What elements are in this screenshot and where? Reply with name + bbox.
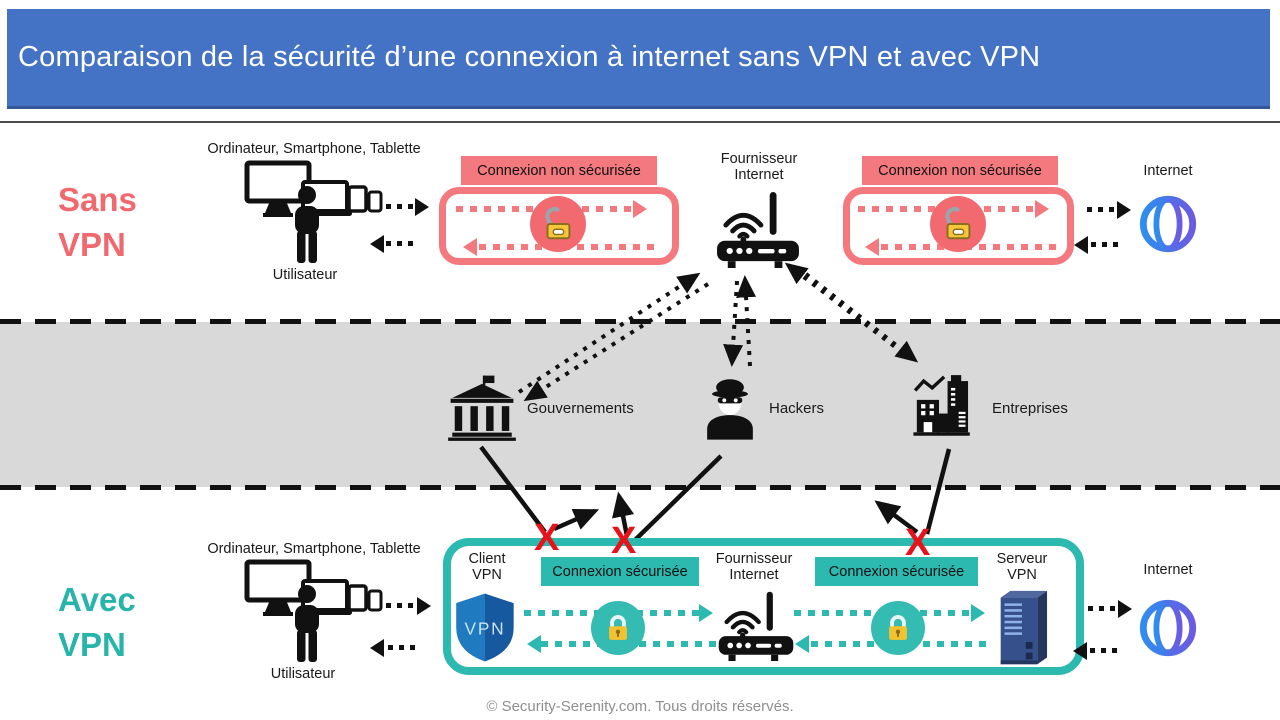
threat-band-top-border xyxy=(0,319,1280,324)
secure-connection-label-2: Connexion sécurisée xyxy=(815,557,978,586)
devices-cluster-icon xyxy=(243,556,383,671)
open-padlock-icon xyxy=(545,207,571,240)
deflected-arrow-governments xyxy=(553,508,600,532)
dotted-arrow-connection-to-internet-sans xyxy=(1087,207,1118,212)
dotted-arrow-internet-to-vpn xyxy=(1086,648,1117,653)
open-padlock-badge-2 xyxy=(930,196,986,252)
dotted-arrow-user-to-connection-sans xyxy=(386,204,416,209)
user-label-sans: Utilisateur xyxy=(272,267,338,283)
copyright-footer: © Security-Serenity.com. Tous droits rés… xyxy=(486,698,794,715)
closed-padlock-icon xyxy=(889,615,907,640)
dotted-arrow-internet-to-connection-sans xyxy=(1087,242,1118,247)
title-bar: Comparaison de la sécurité d’une connexi… xyxy=(7,9,1270,109)
internet-label-avec: Internet xyxy=(1143,562,1193,578)
devices-label-sans: Ordinateur, Smartphone, Tablette xyxy=(207,141,421,157)
section-label-avec-vpn: Avec VPN xyxy=(58,581,136,663)
internet-globe-icon xyxy=(1137,597,1199,664)
threat-label-enterprises: Entreprises xyxy=(992,400,1068,417)
closed-padlock-badge-2 xyxy=(871,601,925,655)
internet-globe-icon xyxy=(1137,193,1199,260)
closed-padlock-badge-1 xyxy=(591,601,645,655)
secure-connection-label-1: Connexion sécurisée xyxy=(541,557,699,586)
blocked-x-mark-2: X xyxy=(611,520,637,562)
government-building-icon xyxy=(444,373,520,446)
closed-padlock-icon xyxy=(609,615,627,640)
user-label-avec: Utilisateur xyxy=(270,666,336,682)
vpn-client-label: Client VPN xyxy=(468,551,506,583)
header-divider-line xyxy=(0,121,1280,123)
dotted-arrow-vpn-to-internet xyxy=(1088,606,1119,611)
wifi-router-icon xyxy=(714,190,802,273)
dotted-arrow-vpn-to-user xyxy=(383,645,415,650)
insecure-connection-label-2: Connexion non sécurisée xyxy=(862,156,1058,185)
threat-band-bottom-border xyxy=(0,485,1280,490)
corporate-buildings-icon xyxy=(910,368,980,447)
isp-label-avec: Fournisseur Internet xyxy=(715,551,793,583)
dotted-arrow-connection-to-user-sans xyxy=(383,241,413,246)
vpn-server-label: Serveur VPN xyxy=(996,551,1048,583)
devices-label-avec: Ordinateur, Smartphone, Tablette xyxy=(207,541,421,557)
server-tower-icon xyxy=(991,586,1049,676)
threat-label-governments: Gouvernements xyxy=(527,400,634,417)
vpn-shield-text: VPN xyxy=(465,618,506,638)
open-padlock-icon xyxy=(945,207,971,240)
vpn-shield-icon: VPN xyxy=(452,591,518,669)
hacker-icon xyxy=(699,372,761,447)
open-padlock-badge-1 xyxy=(530,196,586,252)
page-title: Comparaison de la sécurité d’une connexi… xyxy=(18,41,1041,73)
blocked-x-mark-3: X xyxy=(905,522,931,564)
threat-label-hackers: Hackers xyxy=(769,400,825,417)
blocked-x-mark-1: X xyxy=(534,517,560,559)
wifi-router-icon xyxy=(716,590,796,666)
insecure-connection-label-1: Connexion non sécurisée xyxy=(461,156,657,185)
threat-band xyxy=(0,322,1280,487)
dotted-arrow-user-to-vpn xyxy=(386,603,418,608)
devices-cluster-icon xyxy=(243,157,383,272)
section-label-sans-vpn: Sans VPN xyxy=(58,181,137,263)
isp-label-sans: Fournisseur Internet xyxy=(720,151,798,183)
internet-label-sans: Internet xyxy=(1143,163,1193,179)
